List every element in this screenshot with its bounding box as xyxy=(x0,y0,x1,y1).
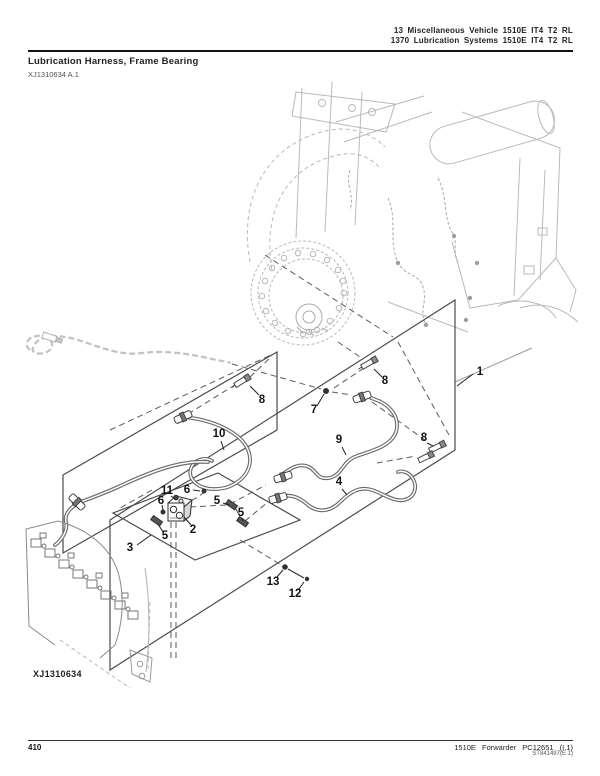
footer-model: 1510E Forwarder xyxy=(454,743,517,752)
callout-9: 9 xyxy=(336,434,342,446)
page-title: Lubrication Harness, Frame Bearing xyxy=(28,56,199,67)
callout-6: 6 xyxy=(158,495,164,507)
washer-12 xyxy=(304,576,310,582)
fitting-5c xyxy=(149,514,164,527)
hose-9 xyxy=(274,396,399,482)
fitting-8d xyxy=(417,450,436,464)
frame-valve-bank-drawing xyxy=(25,520,153,689)
fitting-8b xyxy=(358,355,379,370)
bearing-bolt-holes xyxy=(258,249,348,338)
fitting-8c xyxy=(427,439,447,454)
fitting-5b xyxy=(235,515,250,528)
fitting-5a xyxy=(224,498,239,511)
diagram-figure-id: XJ1310634 xyxy=(33,669,82,679)
fittings xyxy=(68,355,447,582)
callout-5: 5 xyxy=(214,495,221,507)
nipple-6a xyxy=(201,488,207,494)
hose-4 xyxy=(269,469,418,513)
callout-6: 6 xyxy=(184,484,190,496)
lubrication-hoses xyxy=(53,396,418,547)
routing-dashed-lines xyxy=(109,254,450,660)
figure-revision: XJ1310634 A.1 xyxy=(28,70,79,79)
callout-11: 11 xyxy=(161,485,174,497)
valve-block-row xyxy=(30,532,139,620)
connector-7 xyxy=(323,388,329,394)
hose-9-inline-fitting xyxy=(352,390,372,404)
callout-7: 7 xyxy=(311,404,317,416)
callout-3: 3 xyxy=(127,542,133,554)
plate-1 xyxy=(109,298,456,672)
callout-5: 5 xyxy=(238,507,245,519)
callout-leaders xyxy=(136,368,474,590)
machine-fitting-dots xyxy=(395,233,480,328)
fitting-8a xyxy=(231,373,252,389)
hose-10-fitting xyxy=(173,410,193,424)
hose-4-end-fitting xyxy=(268,492,288,504)
callout-5: 5 xyxy=(162,530,169,542)
footer-rule xyxy=(28,740,573,741)
nipple-6b xyxy=(160,509,166,515)
footer-subcode: ST841497(E.1) xyxy=(532,751,573,757)
callout-10: 10 xyxy=(213,428,226,440)
bolt-13 xyxy=(282,564,288,570)
grease-manifold xyxy=(166,494,194,523)
callout-1: 1 xyxy=(477,366,484,378)
vehicle-frame-drawing xyxy=(246,81,579,383)
plate-3 xyxy=(111,472,302,561)
header-line-1: 13 Miscellaneous Vehicle 1510E IT4 T2 RL xyxy=(393,26,573,35)
grease-line-loop xyxy=(25,331,232,365)
callout-13: 13 xyxy=(267,576,280,588)
callout-4: 4 xyxy=(336,476,343,488)
machine-hose-squiggles xyxy=(348,169,459,325)
page-header: 13 Miscellaneous Vehicle 1510E IT4 T2 RL… xyxy=(28,26,573,46)
callout-8: 8 xyxy=(259,394,266,406)
footer-catalog: PC12651 xyxy=(522,743,554,752)
grease-line-connector xyxy=(41,331,64,344)
footer-reference: 1510E Forwarder PC12651 (I.1) xyxy=(454,743,573,752)
plate-left xyxy=(62,350,278,555)
callout-2: 2 xyxy=(190,524,196,536)
header-line-2: 1370 Lubrication Systems 1510E IT4 T2 RL xyxy=(390,36,573,45)
hose-9-end-fitting xyxy=(273,470,293,484)
callout-8: 8 xyxy=(421,432,428,444)
footer-issue: (I.1) xyxy=(559,743,573,752)
mounting-plates xyxy=(62,298,456,672)
bolt-washer-link xyxy=(287,568,305,579)
header-rule xyxy=(28,50,573,52)
callout-8: 8 xyxy=(382,375,389,387)
hose-10-connector xyxy=(68,493,86,511)
callout-12: 12 xyxy=(289,588,302,600)
page-number: 410 xyxy=(28,743,42,752)
